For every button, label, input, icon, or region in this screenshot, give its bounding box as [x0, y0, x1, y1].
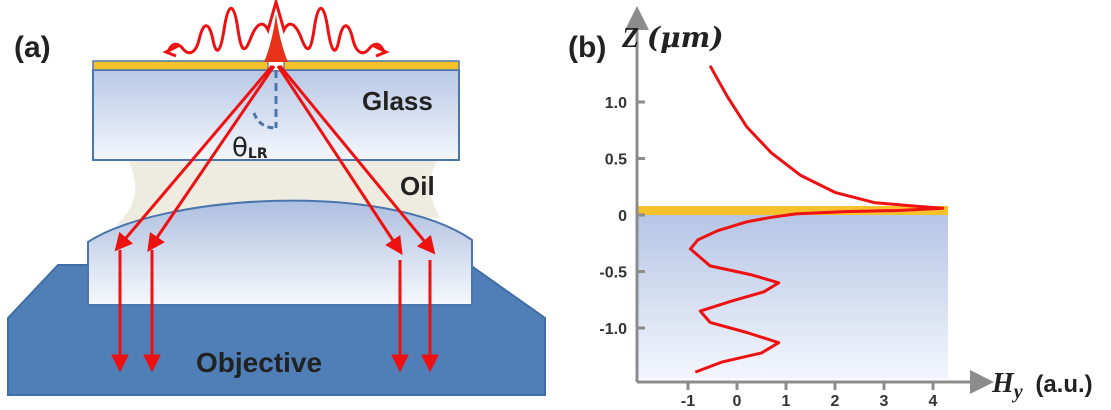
z-axis-unit: (μm): [647, 21, 724, 54]
glass-substrate-region: [637, 215, 948, 379]
z-tick-label: 0: [618, 208, 627, 225]
objective-front-lens: [87, 199, 473, 306]
z-axis-symbol: Z: [621, 23, 639, 54]
z-tick-label: 0.5: [605, 152, 627, 169]
oil-label: Oil: [400, 171, 435, 201]
angle-label: θLR: [232, 133, 268, 163]
angle-arc: [252, 112, 277, 130]
hy-tick-label: 0: [733, 393, 742, 410]
gold-film-layer: [637, 206, 948, 215]
objective-label: Objective: [196, 347, 322, 378]
beam-2: [147, 65, 276, 252]
hy-tick-label: 2: [831, 393, 840, 410]
hy-axis-title: Hy (a.u.): [991, 368, 1093, 404]
wave-left-arrow: [162, 44, 179, 58]
panel-b-field-profile-chart: 1.0 0.5 0 -0.5 -1.0 -1 0 1 2 3 4 (b) Z (μm) Hy (a.…: [560, 0, 1111, 410]
hy-tick-label: 1: [782, 393, 791, 410]
z-tick-label: 1.0: [605, 95, 627, 112]
leakage-beams: [111, 65, 439, 373]
glass-label: Glass: [362, 86, 433, 116]
hy-axis-subscript: y: [1012, 381, 1023, 403]
hy-axis-symbol: H: [991, 368, 1015, 399]
panel-a-label: (a): [14, 31, 51, 64]
z-tick-label: -1.0: [599, 321, 627, 338]
surface-wave: [166, 0, 386, 55]
hy-tick-label: 4: [929, 393, 938, 410]
panel-a-setup-diagram: (a) Glass Oil Objective θLR: [7, 0, 546, 396]
angle-symbol: θ: [232, 133, 248, 163]
beam-4: [278, 65, 436, 255]
hy-field-profile-curve: [688, 65, 945, 374]
hy-tick-label: 3: [880, 393, 889, 410]
z-tick-label: -0.5: [599, 265, 627, 282]
beam-3: [276, 65, 403, 256]
hy-tick-label: -1: [681, 393, 695, 410]
angle-subscript: LR: [248, 146, 268, 162]
panel-b-label: (b): [568, 31, 606, 64]
wave-right-arrow: [373, 44, 390, 58]
slit-source-glow: [264, 14, 288, 62]
z-axis-title: Z (μm): [621, 21, 724, 54]
beam-1: [114, 65, 274, 252]
hy-axis-unit: (a.u.): [1035, 371, 1092, 398]
